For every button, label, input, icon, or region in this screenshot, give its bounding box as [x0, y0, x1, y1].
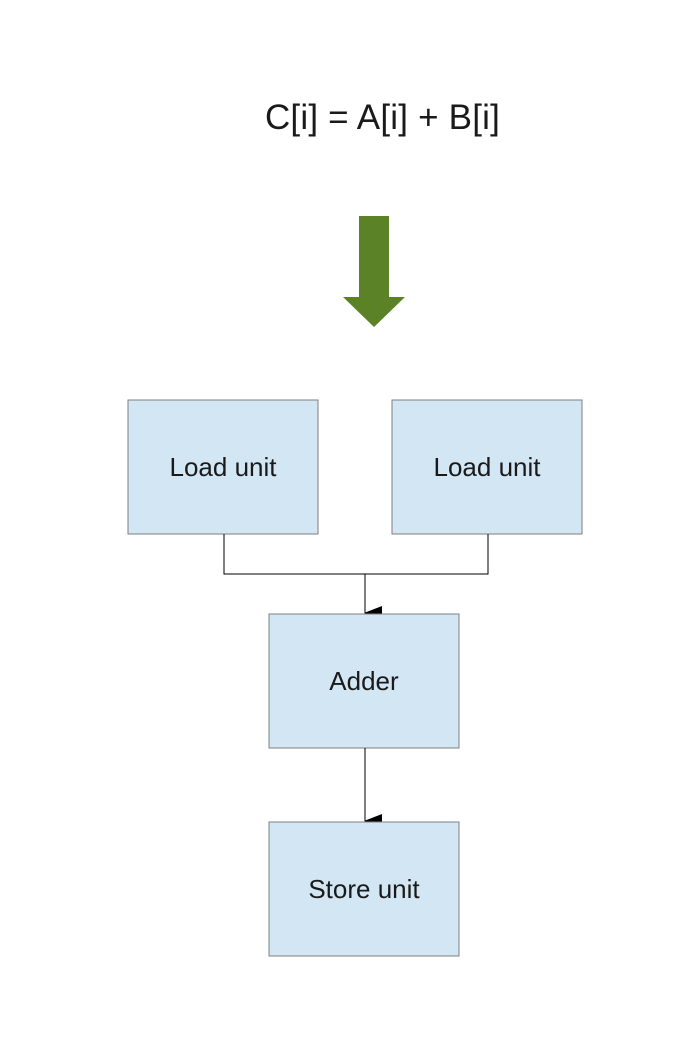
load-units-merge-connector [223, 534, 489, 575]
load-unit-left-node: Load unit [127, 399, 319, 535]
equation-text: C[i] = A[i] + B[i] [264, 98, 501, 137]
load-unit-left-label: Load unit [170, 452, 278, 482]
adder-node: Adder [268, 613, 460, 749]
store-unit-node: Store unit [268, 821, 460, 957]
flow-down-arrow-icon [343, 216, 405, 327]
store-unit-label: Store unit [308, 874, 420, 904]
adder-label: Adder [329, 666, 399, 696]
load-unit-right-node: Load unit [391, 399, 583, 535]
load-unit-right-label: Load unit [434, 452, 542, 482]
